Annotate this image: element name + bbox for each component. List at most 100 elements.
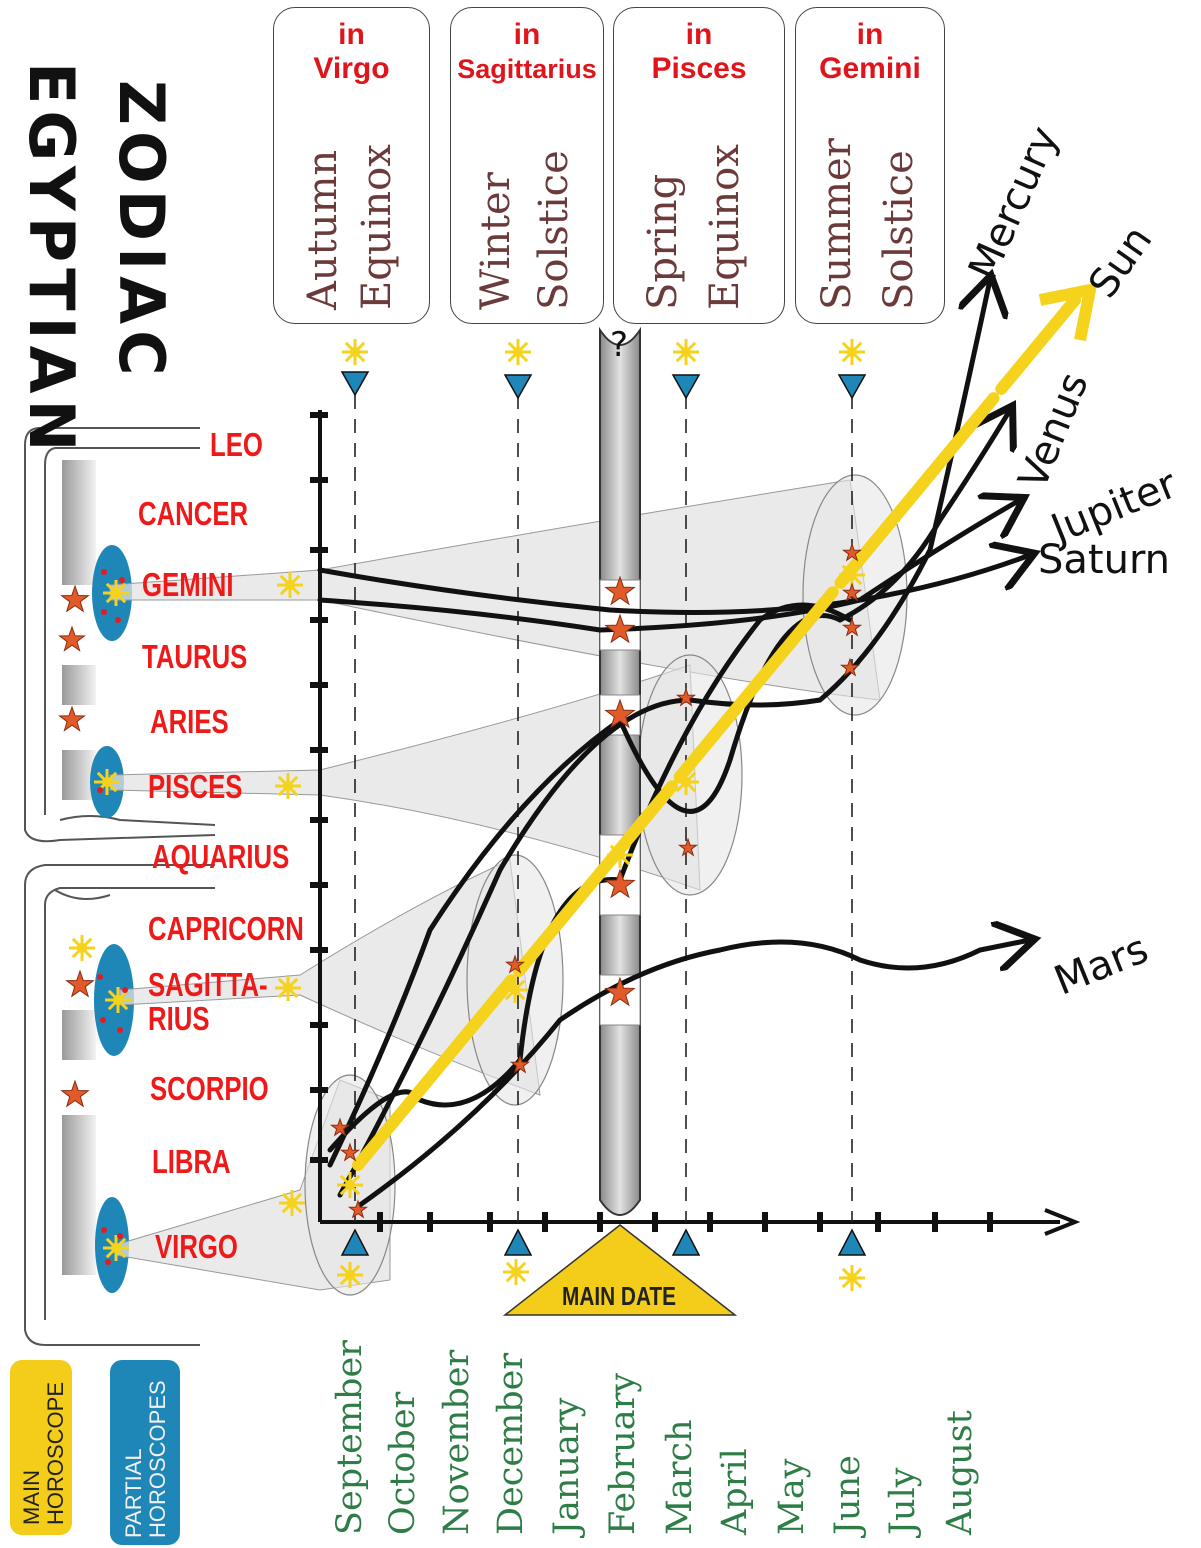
sign-scorpio: SCORPIO <box>150 1070 269 1107</box>
red-dot <box>105 1259 111 1265</box>
red-dot <box>117 1233 123 1239</box>
sun-icon <box>503 1259 529 1285</box>
mummy-figure-lower <box>24 864 215 1346</box>
planet-star-icon <box>841 542 863 562</box>
red-dot <box>122 987 128 993</box>
sign-axis <box>310 410 328 1222</box>
venus-path <box>327 410 1010 1168</box>
red-dot <box>100 1017 106 1023</box>
month-january: January <box>547 1397 587 1535</box>
sign-capricorn: CAPRICORN <box>148 910 304 947</box>
planet-star-symbols <box>58 542 863 1219</box>
sun-symbols <box>69 339 865 1291</box>
sun-icon <box>103 580 129 606</box>
red-dot <box>101 1227 107 1233</box>
planet-star-icon <box>339 1142 361 1162</box>
planet-star-icon <box>58 625 86 652</box>
sign-cancer: CANCER <box>138 495 249 532</box>
mars-path <box>357 940 1030 1208</box>
question-mark: ? <box>610 325 629 365</box>
sign-sagittarius-1: SAGITTA- <box>148 966 268 1003</box>
sun-icon <box>502 977 528 1003</box>
sign-leo: LEO <box>210 426 263 463</box>
sun-icon <box>337 1172 363 1198</box>
main-date-label: MAIN DATE <box>562 1281 677 1311</box>
sun-icon <box>673 339 699 365</box>
sign-pisces: PISCES <box>148 768 243 805</box>
sign-libra: LIBRA <box>152 1143 231 1180</box>
sun-icon <box>839 1265 865 1291</box>
jupiter-path <box>317 500 1020 633</box>
season-line-1: Summer <box>814 138 860 310</box>
sun-icon <box>275 975 301 1001</box>
season-line-1: Spring <box>640 173 686 310</box>
planet-star-icon <box>604 698 636 729</box>
planet-star-icon <box>60 584 90 613</box>
planet-label-saturn: Saturn <box>1038 537 1171 583</box>
month-november: November <box>437 1349 477 1535</box>
season-line-2: Solstice <box>531 150 577 310</box>
sun-icon <box>275 773 301 799</box>
mummy-figure-upper <box>24 427 216 843</box>
month-december: December <box>491 1352 531 1535</box>
month-june: June <box>828 1455 868 1535</box>
month-september: September <box>330 1340 370 1535</box>
legend-partial-horoscopes: PARTIAL HOROSCOPES <box>110 1360 180 1545</box>
sun-icon <box>103 1235 129 1261</box>
month-october: October <box>383 1391 423 1535</box>
planet-star-icon <box>329 1117 351 1137</box>
month-april: April <box>715 1448 755 1535</box>
planet-star-icon <box>509 1054 531 1074</box>
month-march: March <box>660 1419 700 1535</box>
title-line-1: EGYPTIAN <box>15 62 88 458</box>
sign-gemini: GEMINI <box>142 566 234 603</box>
sign-virgo: VIRGO <box>155 1228 238 1265</box>
sun-icon <box>277 572 303 598</box>
sun-icon <box>607 842 633 868</box>
planet-paths <box>317 280 1030 1208</box>
legend-main-horoscope: MAIN HOROSCOPE <box>10 1360 72 1535</box>
planet-star-icon <box>841 617 863 637</box>
planet-star-icon <box>841 582 863 602</box>
red-dot <box>119 577 125 583</box>
planet-star-icon <box>604 575 636 606</box>
red-dot <box>97 787 103 793</box>
sun-icon <box>505 339 531 365</box>
planet-star-icon <box>675 687 697 707</box>
season-line-1: Winter <box>473 172 519 310</box>
main-date-column <box>599 326 641 1216</box>
month-february: February <box>603 1372 643 1535</box>
sun-icon <box>342 339 368 365</box>
planet-star-icon <box>604 868 636 899</box>
season-markers <box>340 371 867 1256</box>
planet-star-icon <box>58 705 86 732</box>
red-dot <box>115 617 121 623</box>
planet-star-icon <box>839 657 861 677</box>
month-august: August <box>940 1410 980 1535</box>
season-line-1: Autumn <box>300 149 346 310</box>
red-dot <box>97 974 103 980</box>
sign-sagittarius-2: RIUS <box>148 1000 210 1037</box>
sign-aries: ARIES <box>150 703 229 740</box>
season-line-2: Equinox <box>702 144 748 310</box>
sign-taurus: TAURUS <box>142 638 248 675</box>
planet-star-icon <box>677 837 699 857</box>
sun-icon <box>69 935 95 961</box>
partial-horoscope-ovals <box>90 545 134 1293</box>
sun-path <box>352 284 1096 1171</box>
red-dot <box>101 569 107 575</box>
main-horoscope-bars <box>62 460 96 1275</box>
season-line-2: Solstice <box>876 150 922 310</box>
red-dot <box>117 1027 123 1033</box>
sign-aquarius: AQUARIUS <box>152 838 290 875</box>
planet-star-icon <box>604 613 636 644</box>
